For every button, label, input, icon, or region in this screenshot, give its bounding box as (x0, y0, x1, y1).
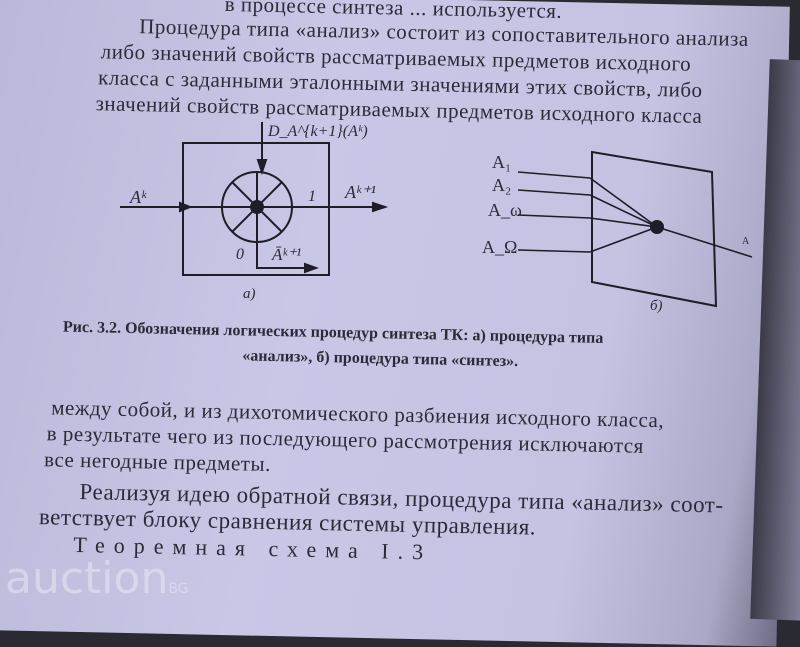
node-dot (650, 220, 664, 234)
label-input-omega: A_ω (488, 200, 522, 220)
label-input-2: A₂ (492, 175, 512, 195)
diagram-analysis (120, 122, 389, 276)
label-input-Omega: A_Ω (482, 237, 518, 257)
label-output: A (742, 236, 750, 247)
label-output-0: Āᵏ⁺¹ (272, 245, 302, 264)
synthesis-box (591, 150, 718, 308)
figure-diagrams (120, 122, 753, 308)
label-zero: 0 (236, 246, 244, 263)
label-input: Aᵏ (130, 187, 147, 207)
watermark-logo: auctionBG (5, 557, 189, 608)
watermark-text: auction (5, 553, 169, 604)
label-a: а) (243, 286, 256, 302)
label-output-1: Aᵏ⁺¹ (345, 182, 376, 202)
watermark-suffix: BG (168, 581, 189, 597)
label-one: 1 (308, 188, 316, 205)
label-top: D_A^{k+1}(Aᵏ) (268, 123, 368, 140)
diagram-synthesis (517, 150, 753, 308)
label-input-1: A₁ (492, 152, 512, 172)
label-b: б) (650, 298, 663, 314)
